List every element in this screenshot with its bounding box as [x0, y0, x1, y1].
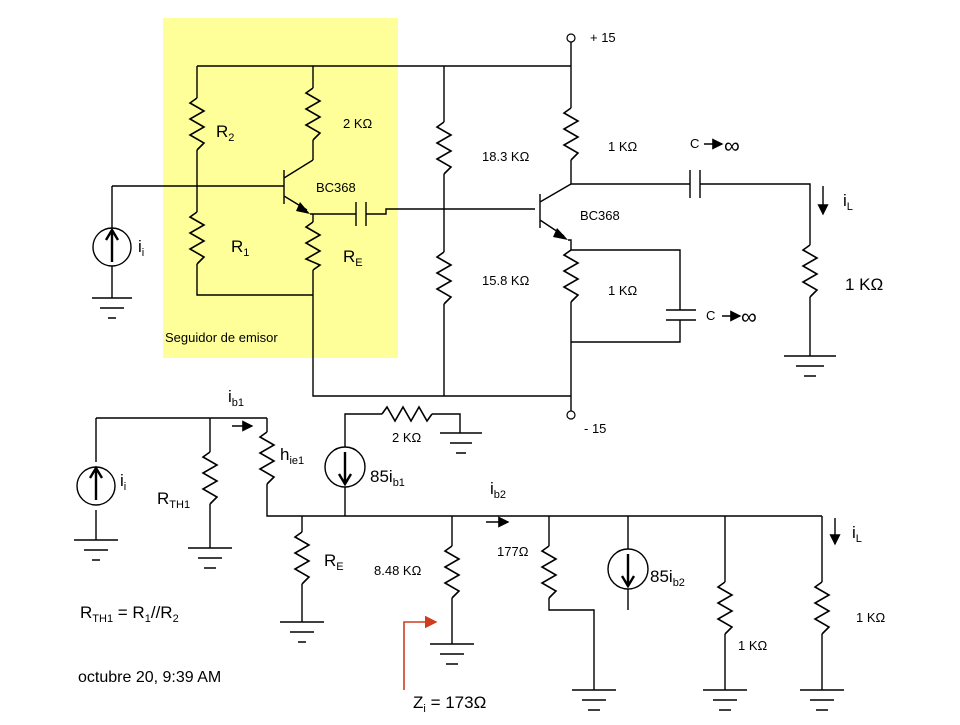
- r1-label: R1: [231, 237, 249, 259]
- collector-2k-value: 2 KΩ: [392, 430, 422, 445]
- q2-model-label: BC368: [580, 208, 620, 223]
- bypass-capacitor-label: C: [706, 308, 715, 323]
- bias-resistor-top: [435, 121, 453, 175]
- output-load-ground-icon: [800, 689, 844, 711]
- follower-caption: Seguidor de emisor: [165, 330, 278, 345]
- bypass-infinity-symbol: ∞: [741, 304, 757, 329]
- q2-collector-resistor-value: 1 KΩ: [608, 139, 638, 154]
- coupling-capacitor: [346, 202, 377, 226]
- dependent-source-1-arrow-icon: [337, 452, 353, 487]
- re-label: RE: [343, 247, 363, 269]
- q1-collector-resistor: [304, 87, 322, 141]
- dependent-source-2-label: 85ib2: [650, 567, 685, 589]
- bias-848-value: 8.48 KΩ: [374, 563, 422, 578]
- src1-wire: [344, 413, 461, 516]
- dependent-source-2-arrow-icon: [620, 554, 636, 589]
- bias-848-resistor: [443, 545, 461, 599]
- negative-supply-label: - 15: [584, 421, 606, 436]
- re-resistor: [304, 221, 322, 271]
- q2-emitter-wire: [568, 239, 681, 411]
- q1-emitter-arrow-icon: [296, 202, 310, 214]
- small-signal-input-arrow-icon: [88, 465, 104, 500]
- ground-icon: [92, 297, 132, 319]
- r2-label: R2: [216, 122, 234, 144]
- output-rc-value: 1 KΩ: [738, 638, 768, 653]
- r177-value: 177Ω: [497, 544, 529, 559]
- q2-emitter-resistor: [562, 249, 580, 303]
- r177-ground-icon: [572, 689, 616, 711]
- collector-2k-resistor: [381, 405, 433, 423]
- hie1-label: hie1: [280, 445, 304, 467]
- slide-timestamp: octubre 20, 9:39 AM: [78, 669, 221, 686]
- q2-transistor: [539, 183, 572, 237]
- r1-lead-wire: [196, 186, 313, 296]
- q2-collector-resistor: [562, 107, 580, 161]
- output-rc-resistor: [716, 581, 734, 635]
- input-impedance-pointer-icon: [403, 615, 438, 690]
- q2-collector-wire: [570, 160, 676, 185]
- output-node-wire: [627, 515, 823, 690]
- r177-wire: [548, 516, 595, 690]
- r2-resistor: [188, 97, 206, 151]
- output-capacitor: [676, 170, 811, 356]
- output-load-resistor: [813, 581, 831, 635]
- bias-resistor-bottom-value: 15.8 KΩ: [482, 273, 530, 288]
- re-small-signal-label: RE: [324, 551, 344, 573]
- bypass-capacitor: [571, 309, 696, 343]
- output-rc-ground-icon: [703, 689, 747, 711]
- re-small-signal-resistor: [293, 531, 311, 585]
- output-capacitor-label: C: [690, 136, 699, 151]
- load-resistor: [801, 244, 819, 298]
- positive-supply-label: + 15: [590, 30, 616, 45]
- collector-ground-icon: [440, 432, 482, 454]
- positive-supply-terminal: [566, 33, 576, 43]
- input-source-arrow-icon: [104, 227, 120, 262]
- rth1-equation: RTH1 = R1//R2: [80, 603, 179, 625]
- rth1-ground-icon: [188, 547, 232, 569]
- load-resistor-value: 1 KΩ: [845, 275, 883, 294]
- q2-emitter-resistor-value: 1 KΩ: [608, 283, 638, 298]
- q1-collector-resistor-value: 2 KΩ: [343, 116, 373, 131]
- hie1-resistor: [258, 431, 276, 485]
- hie1-wire: [266, 418, 628, 622]
- ib1-label: ib1: [228, 387, 244, 409]
- output-infinity-symbol: ∞: [724, 133, 740, 158]
- input-ground-icon: [74, 539, 118, 561]
- load-ground-icon: [784, 355, 836, 377]
- emitter-follower-highlight: [163, 18, 398, 358]
- load-current-label: iL: [843, 191, 853, 213]
- bias-resistor-top-value: 18.3 KΩ: [482, 149, 530, 164]
- q1-model-label: BC368: [316, 180, 356, 195]
- dependent-source-1-label: 85ib1: [370, 467, 405, 489]
- top-rail-wire: [197, 42, 572, 108]
- bias-848-ground-icon: [430, 643, 474, 665]
- bias-resistor-bottom: [435, 251, 453, 305]
- input-source-wire: [111, 185, 284, 298]
- input-current-label: ii: [138, 237, 144, 259]
- input-node-wire: [95, 417, 267, 548]
- r177-resistor: [540, 545, 558, 599]
- q2-emitter-arrow-icon: [553, 228, 568, 240]
- ib2-label: ib2: [490, 479, 506, 501]
- q1-emitter-wire: [310, 208, 571, 397]
- negative-supply-terminal: [566, 410, 576, 420]
- input-impedance-label: Zi = 173Ω: [413, 693, 486, 715]
- small-signal-input-label: ii: [120, 471, 126, 493]
- output-load-value: 1 KΩ: [856, 610, 886, 625]
- rth1-label: RTH1: [157, 489, 190, 511]
- rth1-resistor: [201, 451, 219, 505]
- output-current-label: iL: [852, 523, 862, 545]
- re-ground-icon: [280, 621, 324, 643]
- r1-resistor: [188, 211, 206, 265]
